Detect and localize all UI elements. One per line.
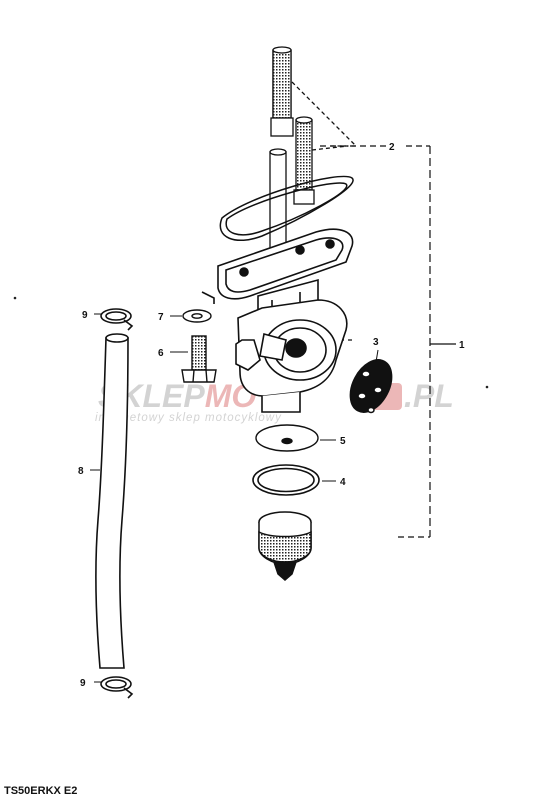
callout-4: 4	[340, 477, 346, 488]
callout-9-top: 9	[82, 310, 88, 321]
screw	[170, 335, 217, 383]
filter-disc	[255, 424, 336, 452]
fuel-cock-body	[201, 228, 354, 413]
watermark-brand-suffix: .PL	[404, 378, 454, 414]
scan-speck	[13, 296, 17, 300]
callout-9-bottom: 9	[80, 678, 86, 689]
gasket-loop	[219, 175, 354, 241]
callout-2: 2	[389, 142, 395, 153]
hose-clamp-top	[94, 308, 134, 331]
sediment-cup	[258, 511, 312, 581]
callout-3: 3	[373, 337, 379, 348]
o-ring	[252, 464, 336, 496]
scan-speck	[485, 385, 489, 389]
callout-8: 8	[78, 466, 84, 477]
callout-7: 7	[158, 312, 164, 323]
filter-tubes	[269, 46, 358, 253]
washer	[170, 309, 212, 323]
callout-5: 5	[340, 436, 346, 447]
hose-clamp-bottom	[94, 676, 134, 699]
diaphragm-disc	[349, 349, 393, 414]
model-code: TS50ERKX E2	[4, 785, 77, 797]
fuel-hose	[90, 333, 129, 669]
callout-1: 1	[459, 340, 465, 351]
watermark-tagline: internetowy sklep motocyklowy	[95, 412, 282, 424]
callout-6: 6	[158, 348, 164, 359]
